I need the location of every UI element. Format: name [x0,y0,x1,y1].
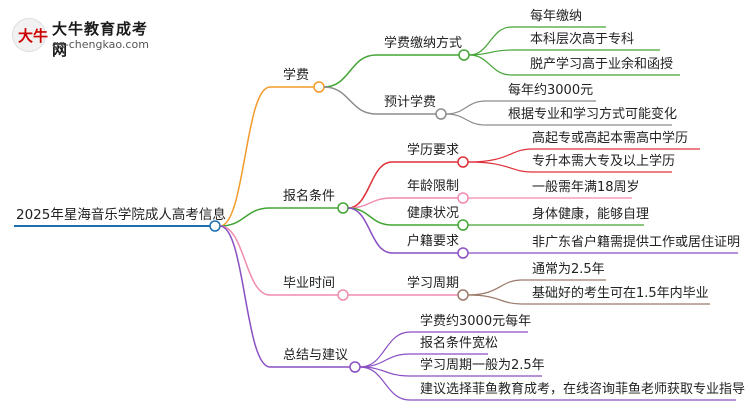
edge-education-2 [467,161,672,173]
node-tuition-method[interactable]: 学费缴纳方式 [384,36,463,51]
leaf-method-1[interactable]: 每年缴纳 [530,9,583,24]
tuition-dot [313,81,325,93]
edge-summary-2 [359,353,488,368]
estimate-dot [435,108,447,120]
node-graduation[interactable]: 毕业时间 [283,276,336,291]
age-dot [457,192,469,204]
edge-root-enroll [219,207,338,227]
brand-name: 大牛教育成考网 [52,20,149,59]
brand-url: gz-chengkao.com [52,38,149,51]
node-tuition[interactable]: 学费 [283,68,310,83]
edge-root-graduation [219,225,338,296]
education-dot [457,156,469,168]
summary-dot [349,361,361,373]
leaf-period-2[interactable]: 基础好的考生可在1.5年内毕业 [532,286,709,301]
edge-tuition-method [323,54,459,88]
leaf-estimate-2[interactable]: 根据专业和学习方式可能变化 [508,107,678,122]
leaf-method-3[interactable]: 脱产学习高于业余和函授 [530,57,674,72]
edge-root-tuition [219,86,314,227]
edge-estimate-2 [445,113,672,126]
period-dot [457,289,469,301]
node-enroll[interactable]: 报名条件 [283,189,336,204]
edge-summary-4 [359,366,736,401]
leaf-method-2[interactable]: 本科层次高于专科 [530,32,635,47]
logo-emblem-icon [12,18,46,52]
graduation-dot [337,289,349,301]
root-node-label[interactable]: 2025年星海音乐学院成人高考信息 [16,207,226,223]
edge-education-1 [467,148,700,163]
node-period[interactable]: 学习周期 [407,276,460,291]
node-tuition-estimate[interactable]: 预计学费 [384,95,437,110]
leaf-summary-2[interactable]: 报名条件宽松 [420,336,499,351]
edge-tuition-estimate [323,86,436,115]
edge-enroll-age [347,197,458,209]
edge-method-3 [468,54,680,76]
enroll-dot [337,202,349,214]
leaf-summary-3[interactable]: 学习周期一般为2.5年 [420,358,545,373]
hukou-dot [457,247,469,259]
leaf-age-1[interactable]: 一般需年满18周岁 [532,180,640,195]
leaf-health-1[interactable]: 身体健康，能够自理 [532,207,650,222]
edge-enroll-education [347,161,458,209]
edge-method-2 [468,49,660,56]
edge-enroll-hukou [347,207,458,254]
health-dot [457,219,469,231]
edge-method-1 [468,26,606,56]
brand-logo[interactable]: 大牛 大牛教育成考网 gz-chengkao.com [12,16,162,59]
edge-period-1 [467,279,606,296]
node-summary[interactable]: 总结与建议 [283,348,349,363]
edge-period-2 [467,294,710,305]
leaf-summary-4[interactable]: 建议选择菲鱼教育成考，在线咨询菲鱼老师获取专业指导 [420,382,746,397]
node-age[interactable]: 年龄限制 [407,179,460,194]
leaf-hukou-1[interactable]: 非广东省户籍需提供工作或居住证明 [532,235,741,250]
edge-estimate-1 [445,100,596,115]
edge-root-summary [219,225,350,368]
leaf-education-1[interactable]: 高起专或高起本需高中学历 [532,131,689,146]
edge-summary-3 [359,366,542,377]
node-health[interactable]: 健康状况 [407,206,460,221]
leaf-education-2[interactable]: 专升本需大专及以上学历 [532,154,676,169]
node-education[interactable]: 学历要求 [407,143,460,158]
edge-summary-1 [359,331,528,368]
node-hukou[interactable]: 户籍要求 [407,234,460,249]
leaf-estimate-1[interactable]: 每年约3000元 [508,83,594,98]
leaf-summary-1[interactable]: 学费约3000元每年 [420,314,532,329]
leaf-period-1[interactable]: 通常为2.5年 [532,262,605,277]
logo-mark: 大牛 [18,27,49,45]
